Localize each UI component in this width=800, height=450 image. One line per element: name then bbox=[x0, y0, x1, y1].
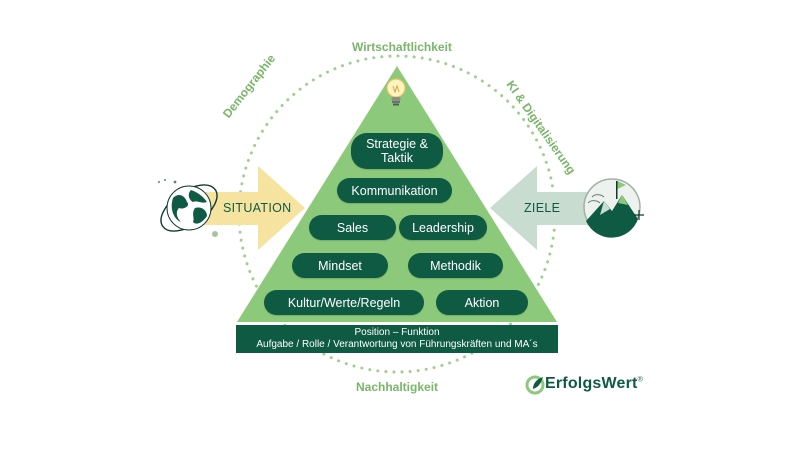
mountain-landscape-icon bbox=[583, 178, 644, 238]
pill-leadership: Leadership bbox=[399, 215, 487, 240]
lightbulb-icon bbox=[386, 78, 406, 106]
pill-strategie-line2: Taktik bbox=[381, 151, 413, 165]
pill-strategie-taktik: Strategie & Taktik bbox=[351, 133, 443, 169]
ziele-label: ZIELE bbox=[524, 201, 561, 215]
logo-registered-mark: ® bbox=[637, 376, 643, 384]
pill-strategie-line1: Strategie & bbox=[366, 137, 428, 151]
logo: ErfolgsWert® bbox=[527, 375, 643, 393]
situation-label: SITUATION bbox=[223, 201, 292, 215]
logo-name: ErfolgsWert bbox=[545, 375, 638, 392]
pill-methodik: Methodik bbox=[408, 253, 503, 278]
logo-text: ErfolgsWert® bbox=[545, 375, 643, 393]
pyramid-base: Position – Funktion Aufgabe / Rolle / Ve… bbox=[236, 325, 558, 353]
pill-aktion: Aktion bbox=[436, 290, 528, 315]
globe-icon bbox=[158, 179, 218, 237]
pill-mindset: Mindset bbox=[292, 253, 388, 278]
situation-arrow bbox=[196, 166, 305, 250]
ziele-arrow bbox=[490, 166, 597, 250]
base-line-1: Position – Funktion bbox=[354, 327, 440, 338]
pill-kommunikation: Kommunikation bbox=[337, 178, 452, 203]
pill-sales: Sales bbox=[309, 215, 396, 240]
label-nachhaltigkeit: Nachhaltigkeit bbox=[356, 380, 439, 394]
logo-leaf-icon bbox=[525, 375, 545, 395]
base-line-2: Aufgabe / Rolle / Verantwortung von Führ… bbox=[256, 339, 538, 350]
pill-kultur-werte-regeln: Kultur/Werte/Regeln bbox=[264, 290, 424, 315]
label-wirtschaftlichkeit: Wirtschaftlichkeit bbox=[352, 40, 452, 54]
